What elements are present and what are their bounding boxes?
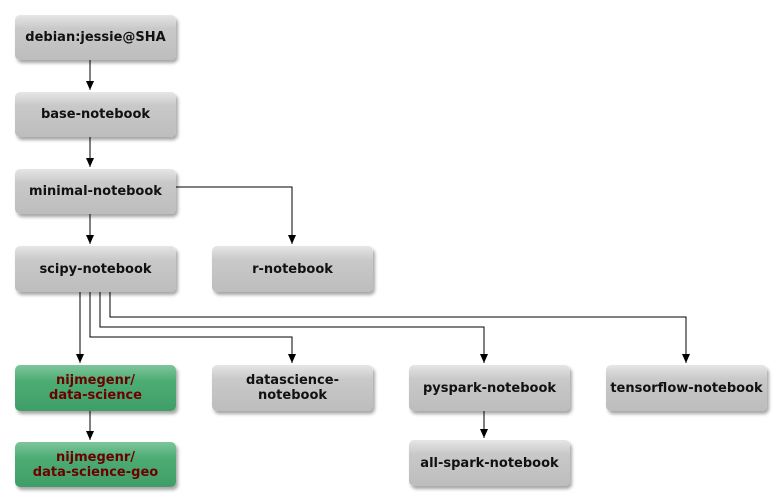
node-label: base-notebook [40, 107, 151, 122]
edge-scipy-to-datascience [89, 292, 296, 363]
node-label: datascience-notebook [246, 373, 339, 403]
node-tensorflow-notebook: tensorflow-notebook [606, 365, 767, 411]
node-label: minimal-notebook [29, 184, 162, 199]
node-label: pyspark-notebook [422, 380, 557, 396]
node-datascience-notebook: datascience-notebook [212, 365, 373, 411]
node-label: debian:jessie@SHA [25, 30, 166, 45]
node-pyspark-notebook: pyspark-notebook [409, 365, 570, 411]
edge-minimal-to-r [176, 186, 296, 244]
node-nijmegenr-data-science-geo: nijmegenr/ data-science-geo [15, 442, 176, 487]
edge-scipy-to-tensorflow [109, 292, 690, 363]
node-scipy-notebook: scipy-notebook [15, 246, 176, 292]
edge-scipy-to-pyspark [99, 292, 488, 363]
node-label-line1: nijmegenr/ [55, 449, 136, 465]
node-label: scipy-notebook [39, 261, 152, 277]
node-label: tensorflow-notebook [610, 380, 763, 396]
node-label-line2: data-science [49, 388, 142, 403]
node-all-spark-notebook: all-spark-notebook [409, 440, 570, 486]
node-nijmegenr-data-science: nijmegenr/ data-science [15, 365, 176, 411]
node-debian-jessie: debian:jessie@SHA [15, 15, 176, 60]
node-base-notebook: base-notebook [15, 92, 176, 137]
node-label-line1: nijmegenr/ [55, 373, 136, 388]
node-label: all-spark-notebook [420, 455, 559, 471]
node-label: r-notebook [252, 261, 333, 277]
node-label-line2: data-science-geo [32, 464, 159, 480]
node-minimal-notebook: minimal-notebook [15, 169, 176, 214]
node-r-notebook: r-notebook [212, 246, 373, 292]
